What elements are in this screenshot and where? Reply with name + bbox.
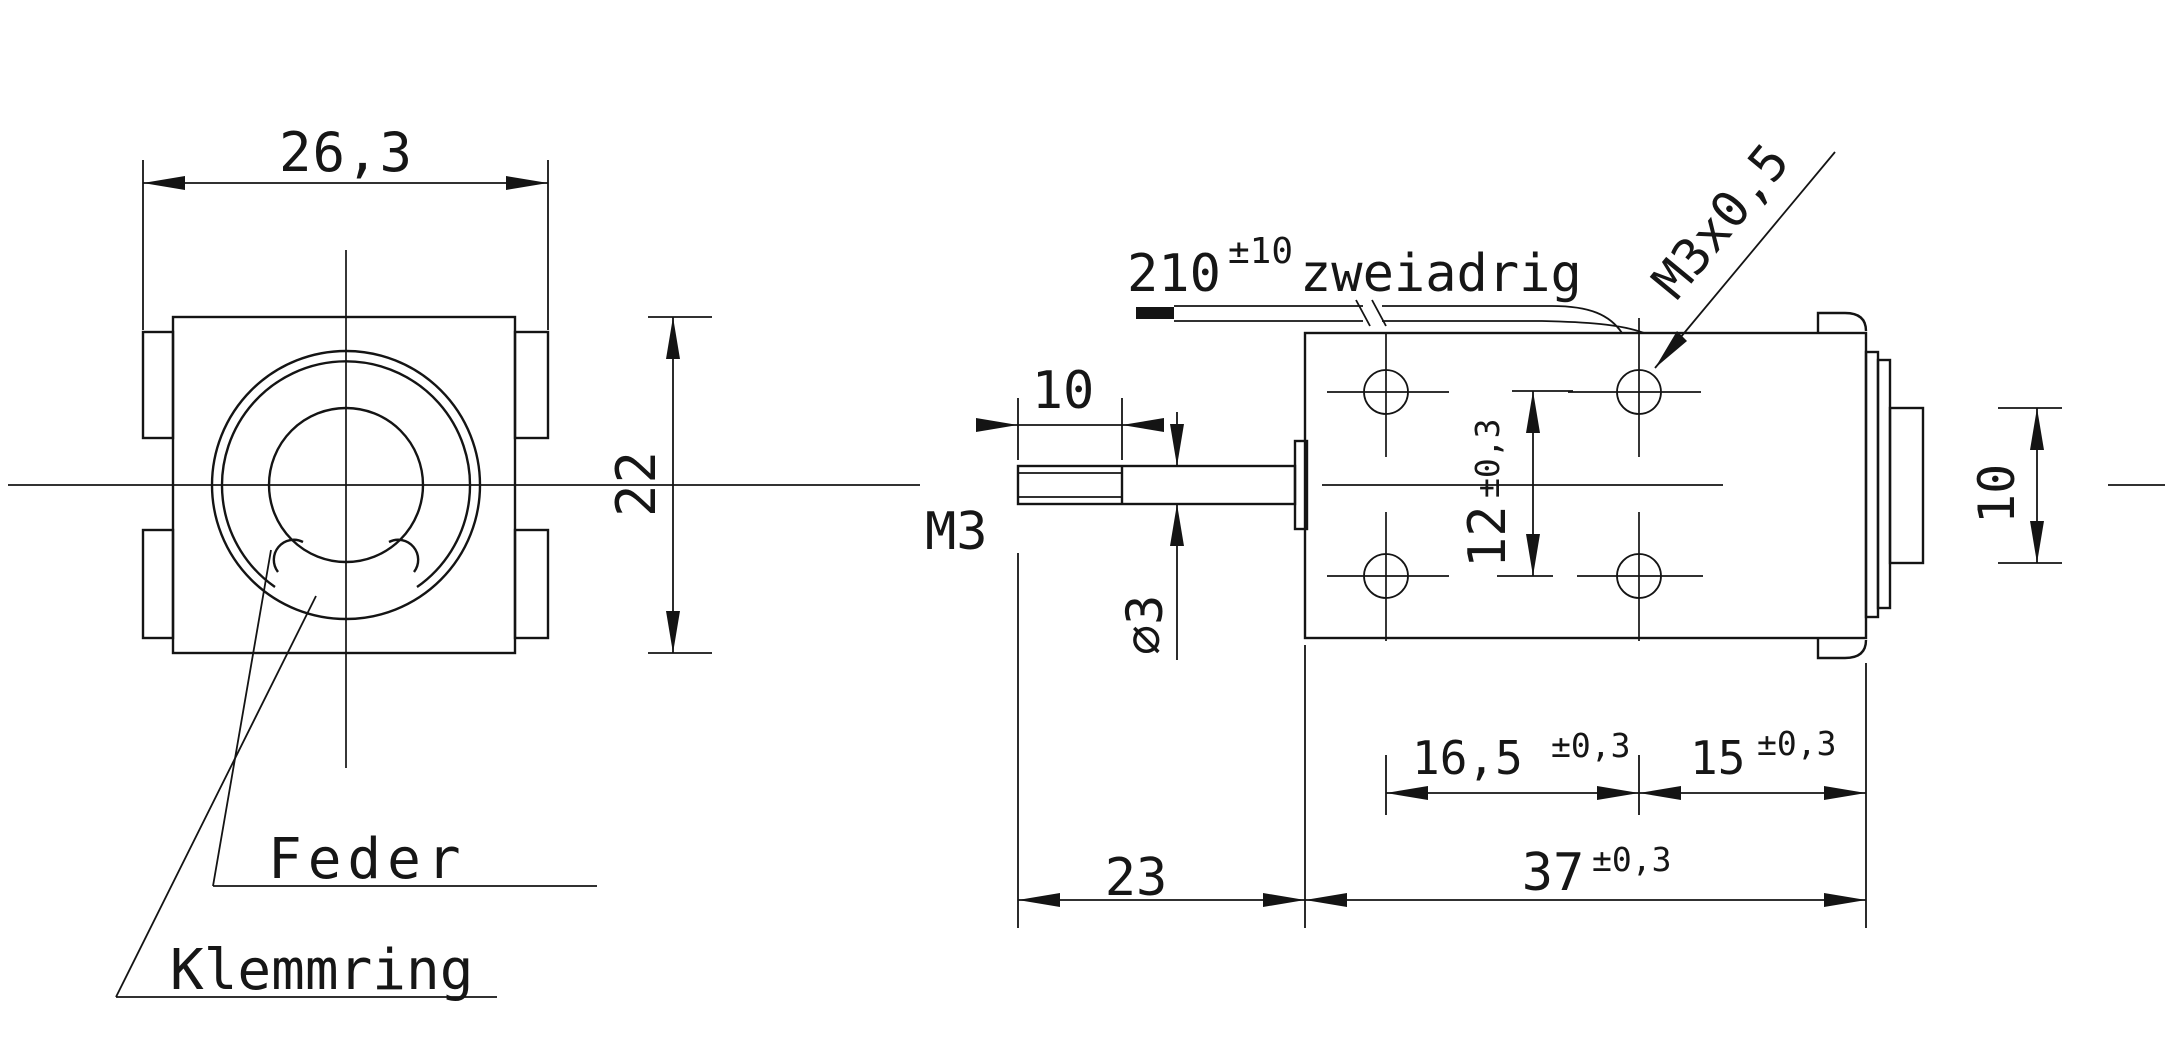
front-tab-top-left bbox=[141, 330, 175, 440]
front-plunger-hole bbox=[267, 406, 425, 564]
front-tab-top-right bbox=[513, 330, 550, 440]
front-view: 26,3 22 Feder Klemmring bbox=[8, 121, 920, 1003]
dim-height-label: 22 bbox=[605, 450, 668, 517]
rear-plate-2 bbox=[1876, 358, 1892, 610]
dim-rear-boss-10: 10 bbox=[1968, 407, 2062, 564]
callout-klemmring: Klemmring bbox=[115, 595, 497, 1003]
dim-plunger-10: 10 bbox=[976, 361, 1164, 460]
rear-plate-1 bbox=[1864, 350, 1880, 619]
dim-length-chain: 23 37 ±0,3 bbox=[1017, 553, 1867, 928]
dim-16-5-tol: ±0,3 bbox=[1551, 726, 1630, 765]
front-tab-bottom-left bbox=[141, 528, 175, 640]
callout-wire: 210 ±10 zweiadrig bbox=[1127, 231, 1582, 304]
wire-stripped-end bbox=[1136, 307, 1174, 319]
dim-plunger-label: 10 bbox=[1032, 361, 1095, 421]
plunger-rod bbox=[1016, 464, 1297, 506]
dim-37-tol: ±0,3 bbox=[1592, 840, 1671, 879]
dim-hole-spacing-v: 12 ±0,3 bbox=[1458, 390, 1573, 577]
dim-hole-v-tol: ±0,3 bbox=[1468, 419, 1507, 498]
rod-flange bbox=[1293, 439, 1309, 531]
rod-diameter-label: ⌀3 bbox=[1116, 595, 1174, 655]
lead-wires bbox=[1136, 299, 1645, 334]
wire-bend bbox=[1541, 305, 1645, 334]
rear-tab-top bbox=[1816, 311, 1868, 333]
callout-feder: Feder bbox=[212, 549, 597, 892]
dim-15-value: 15 bbox=[1690, 731, 1745, 785]
hole-crosshairs bbox=[1327, 318, 1703, 641]
front-body-outline bbox=[171, 315, 517, 655]
rear-tab-bottom bbox=[1816, 638, 1868, 660]
dim-rear-boss-label: 10 bbox=[1968, 464, 2026, 524]
dim-hole-spacing-h: 16,5 ±0,3 15 ±0,3 bbox=[1385, 724, 1866, 815]
rear-boss bbox=[1888, 406, 1925, 565]
spring-hook-right bbox=[388, 538, 420, 573]
rear-end-cap bbox=[1816, 311, 1925, 660]
dim-hole-v-value: 12 bbox=[1458, 505, 1518, 568]
wire-length-value: 210 bbox=[1127, 244, 1221, 304]
clamp-ring-outer-arc bbox=[220, 360, 472, 588]
dim-width-26-3: 26,3 bbox=[142, 121, 549, 330]
label-klemmring: Klemmring bbox=[170, 938, 473, 1003]
rod-thread-label: M3 bbox=[925, 502, 988, 562]
dim-23-label: 23 bbox=[1105, 848, 1168, 908]
dim-15-tol: ±0,3 bbox=[1757, 724, 1836, 763]
dim-37-value: 37 bbox=[1522, 843, 1585, 903]
dim-height-22: 22 bbox=[605, 316, 712, 654]
dim-rod-dia: ⌀3 bbox=[1116, 412, 1184, 660]
dim-width-label: 26,3 bbox=[279, 121, 413, 184]
dim-16-5-value: 16,5 bbox=[1412, 731, 1523, 785]
front-bore-circle bbox=[210, 349, 482, 621]
wire-length-tolerance: ±10 bbox=[1228, 231, 1293, 272]
front-tab-bottom-right bbox=[513, 528, 550, 640]
spring-hook-left bbox=[272, 538, 304, 573]
side-view: 210 ±10 zweiadrig M3x0,5 10 M3 ⌀3 bbox=[925, 133, 2165, 928]
wire-type-label: zweiadrig bbox=[1300, 244, 1582, 304]
thread-core-lines bbox=[1018, 472, 1122, 498]
label-feder: Feder bbox=[268, 827, 467, 892]
wire-break-symbol bbox=[1355, 299, 1387, 327]
mounting-holes bbox=[1327, 318, 1703, 641]
